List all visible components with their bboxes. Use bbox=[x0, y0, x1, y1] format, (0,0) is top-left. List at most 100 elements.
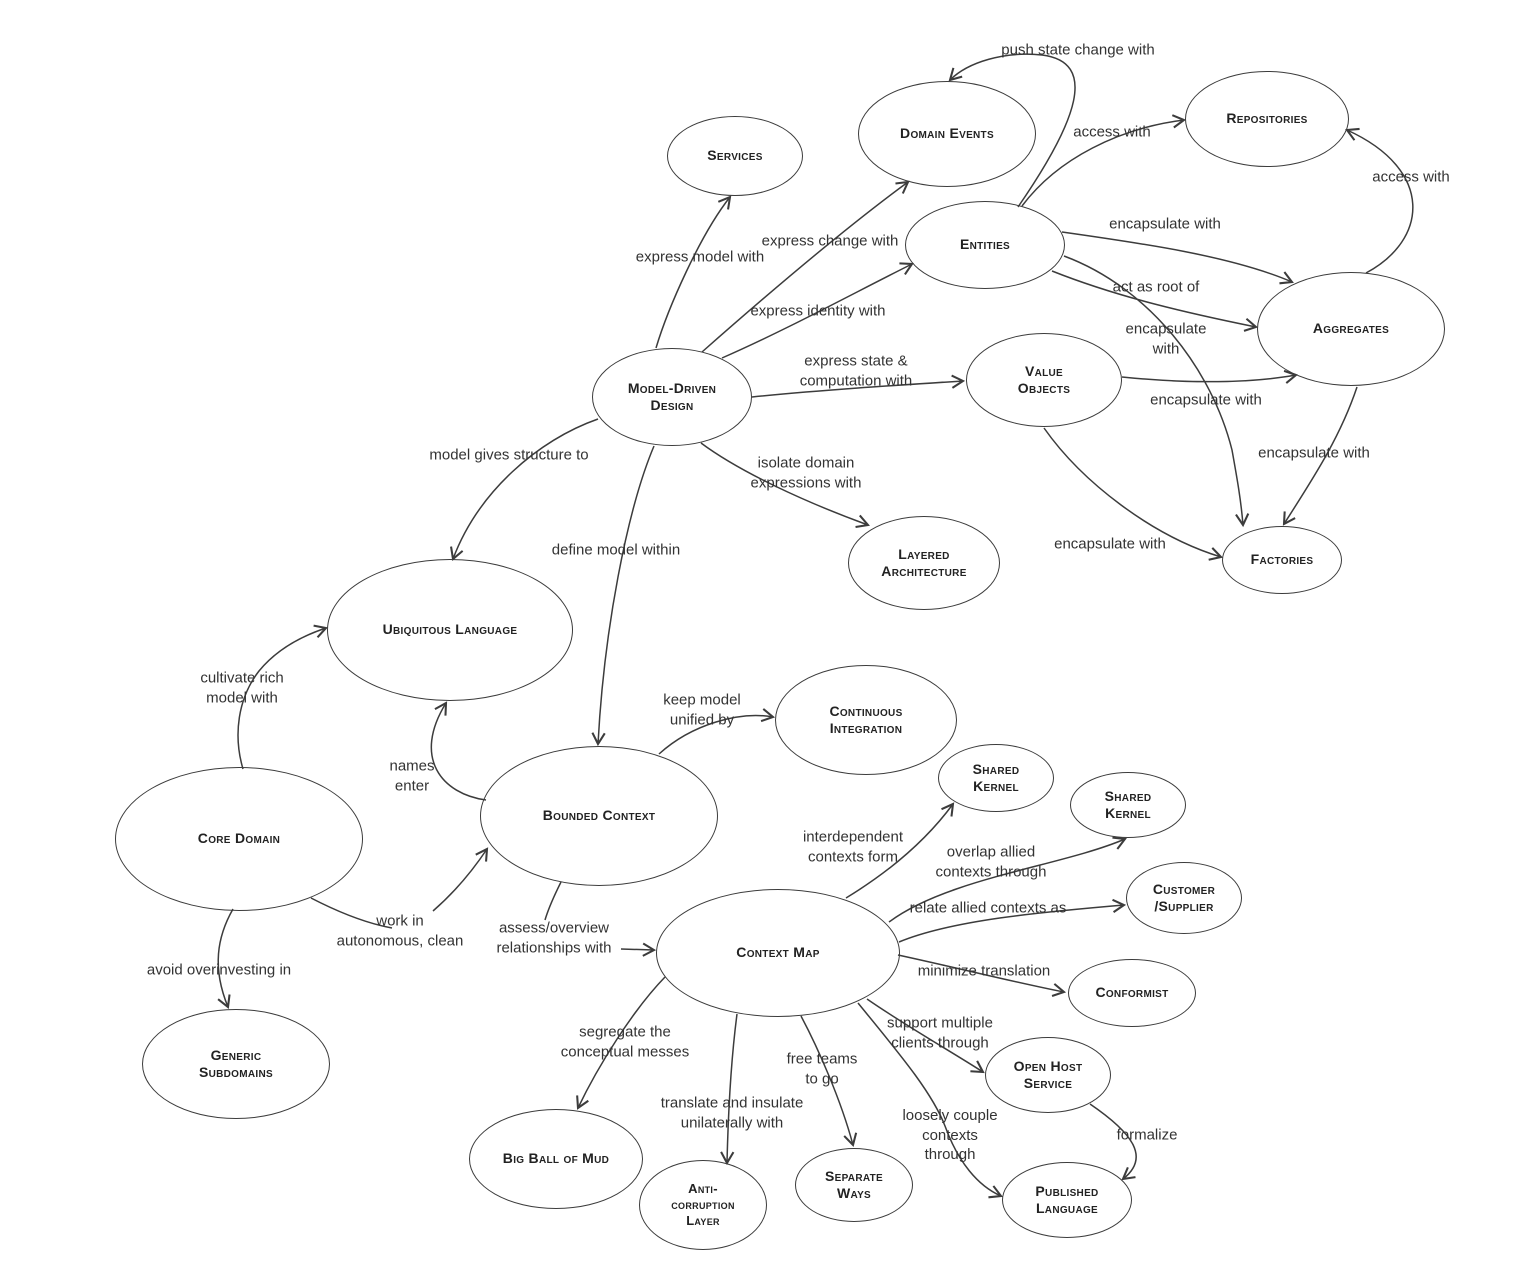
node-shared-kernel-1-label: Shared Kernel bbox=[972, 760, 1020, 795]
edge-access-aggregates-repositories bbox=[1345, 127, 1414, 274]
node-core-domain: Core Domain bbox=[115, 767, 363, 911]
edge-label-keep-model-unified: keep model unified by bbox=[663, 691, 741, 729]
edge-label-loosely-couple-contexts: loosely couple contexts through bbox=[902, 1106, 998, 1163]
edge-label-names-enter: names enter bbox=[389, 757, 435, 795]
edge-label-encapsulate-entities-factories: encapsulate with bbox=[1125, 320, 1207, 358]
edge-avoid-overinvesting bbox=[217, 908, 234, 1009]
edge-work-in-arrow bbox=[432, 847, 489, 912]
edge-support-multiple-clients bbox=[866, 998, 985, 1074]
edge-label-isolate-domain-expressions: isolate domain expressions with bbox=[750, 454, 862, 492]
edge-names-enter bbox=[430, 701, 487, 801]
node-bounded-context: Bounded Context bbox=[480, 746, 718, 886]
node-conformist-label: Conformist bbox=[1095, 984, 1169, 1001]
edge-label-encapsulate-entities-aggregates: encapsulate with bbox=[1109, 215, 1221, 233]
edge-encapsulate-vo-aggregates bbox=[1121, 369, 1299, 384]
edge-encapsulate-entities-aggregates bbox=[1061, 231, 1294, 285]
edge-interdependent-contexts bbox=[845, 802, 955, 899]
node-ubiquitous-language: Ubiquitous Language bbox=[327, 559, 573, 701]
node-factories: Factories bbox=[1222, 526, 1342, 594]
node-customer-supplier-label: Customer /Supplier bbox=[1152, 880, 1216, 915]
node-entities-label: Entities bbox=[959, 236, 1011, 253]
edge-formalize bbox=[1089, 1103, 1137, 1181]
node-context-map-label: Context Map bbox=[736, 944, 820, 961]
edge-act-as-root-of bbox=[1051, 270, 1259, 332]
edge-keep-model-unified bbox=[658, 708, 776, 755]
node-domain-events: Domain Events bbox=[858, 81, 1036, 187]
node-model-driven-design: Model-Driven Design bbox=[592, 348, 752, 446]
node-separate-ways: Separate Ways bbox=[795, 1148, 913, 1222]
edge-express-change-with bbox=[701, 180, 910, 353]
edge-assess-overview-arrow bbox=[620, 942, 657, 957]
node-factories-label: Factories bbox=[1250, 551, 1314, 568]
node-shared-kernel-1: Shared Kernel bbox=[938, 744, 1054, 812]
edge-label-push-state-change: push state change with bbox=[1001, 41, 1155, 59]
node-generic-subdomains-label: Generic Subdomains bbox=[198, 1046, 273, 1081]
edge-label-express-change-with: express change with bbox=[761, 232, 899, 250]
edge-label-express-state-computation: express state & computation with bbox=[799, 352, 913, 390]
node-customer-supplier: Customer /Supplier bbox=[1126, 862, 1242, 934]
node-continuous-integration-label: Continuous Integration bbox=[829, 702, 903, 737]
node-entities: Entities bbox=[905, 201, 1065, 289]
edge-loosely-couple-contexts bbox=[857, 1002, 1003, 1199]
edge-relate-allied-contexts bbox=[898, 898, 1127, 943]
node-repositories: Repositories bbox=[1185, 71, 1349, 167]
edge-label-encapsulate-aggregates-factories: encapsulate with bbox=[1258, 444, 1370, 462]
edge-overlap-allied-contexts bbox=[888, 836, 1127, 923]
edge-work-in-leader bbox=[310, 897, 393, 929]
edge-free-teams-to-go bbox=[800, 1015, 858, 1148]
node-aggregates-label: Aggregates bbox=[1312, 320, 1390, 337]
node-separate-ways-label: Separate Ways bbox=[824, 1167, 884, 1202]
node-big-ball-of-mud-label: Big Ball of Mud bbox=[502, 1150, 610, 1167]
edge-isolate-domain-expressions bbox=[700, 442, 870, 529]
edge-label-cultivate-rich-model: cultivate rich model with bbox=[200, 669, 284, 707]
node-open-host-service-label: Open Host Service bbox=[1013, 1057, 1083, 1092]
node-anticorruption-layer: Anti- corruption Layer bbox=[639, 1160, 767, 1250]
node-context-map: Context Map bbox=[656, 889, 900, 1017]
edge-label-avoid-overinvesting: avoid overinvesting in bbox=[146, 961, 292, 979]
node-aggregates: Aggregates bbox=[1257, 272, 1445, 386]
edge-encapsulate-aggregates-factories bbox=[1282, 386, 1358, 526]
edge-label-model-gives-structure: model gives structure to bbox=[429, 446, 589, 464]
edge-label-relate-allied-contexts: relate allied contexts as bbox=[909, 899, 1067, 917]
edge-label-encapsulate-vo-aggregates: encapsulate with bbox=[1150, 391, 1262, 409]
edge-label-access-with-aggregates: access with bbox=[1372, 168, 1450, 186]
edge-encapsulate-entities-factories bbox=[1063, 255, 1250, 528]
edge-label-express-model-with: express model with bbox=[635, 248, 765, 266]
edge-label-express-identity-with: express identity with bbox=[750, 302, 886, 320]
edge-label-translate-insulate: translate and insulate unilaterally with bbox=[660, 1094, 804, 1132]
node-layered-architecture: Layered Architecture bbox=[848, 516, 1000, 610]
node-repositories-label: Repositories bbox=[1226, 110, 1308, 127]
node-bounded-context-label: Bounded Context bbox=[542, 807, 656, 824]
edge-express-state-computation bbox=[751, 374, 966, 398]
edge-label-work-in-autonomous: work in autonomous, clean bbox=[336, 912, 464, 950]
edge-minimize-translation bbox=[897, 954, 1067, 997]
edge-label-segregate-messes: segregate the conceptual messes bbox=[560, 1023, 690, 1061]
edge-label-access-with-entities: access with bbox=[1073, 123, 1151, 141]
node-value-objects: Value Objects bbox=[966, 333, 1122, 427]
node-value-objects-label: Value Objects bbox=[1017, 362, 1071, 397]
edge-label-interdependent-contexts: interdependent contexts form bbox=[802, 828, 904, 866]
node-conformist: Conformist bbox=[1068, 959, 1196, 1027]
node-domain-events-label: Domain Events bbox=[900, 125, 994, 142]
edge-express-identity-with bbox=[721, 262, 914, 359]
node-ubiquitous-language-label: Ubiquitous Language bbox=[382, 621, 518, 638]
node-model-driven-design-label: Model-Driven Design bbox=[627, 379, 717, 414]
node-published-language-label: Published Language bbox=[1035, 1182, 1099, 1217]
edge-segregate-messes bbox=[576, 976, 666, 1110]
node-shared-kernel-2: Shared Kernel bbox=[1070, 772, 1186, 838]
edge-label-free-teams-to-go: free teams to go bbox=[786, 1050, 858, 1088]
edge-label-encapsulate-vo-factories: encapsulate with bbox=[1054, 535, 1166, 553]
edge-push-state-change bbox=[948, 53, 1076, 208]
node-anticorruption-layer-label: Anti- corruption Layer bbox=[671, 1180, 735, 1229]
edge-cultivate-rich-model bbox=[237, 624, 328, 770]
edge-define-model-within bbox=[591, 445, 655, 747]
edge-label-minimize-translation: minimize translation bbox=[917, 962, 1051, 980]
edge-express-model-with bbox=[655, 195, 732, 349]
node-generic-subdomains: Generic Subdomains bbox=[142, 1009, 330, 1119]
edge-assess-overview-leader bbox=[544, 881, 562, 921]
edge-label-formalize: formalize bbox=[1116, 1126, 1178, 1144]
edge-model-gives-structure bbox=[450, 418, 599, 561]
edge-label-overlap-allied-contexts: overlap allied contexts through bbox=[935, 843, 1047, 881]
